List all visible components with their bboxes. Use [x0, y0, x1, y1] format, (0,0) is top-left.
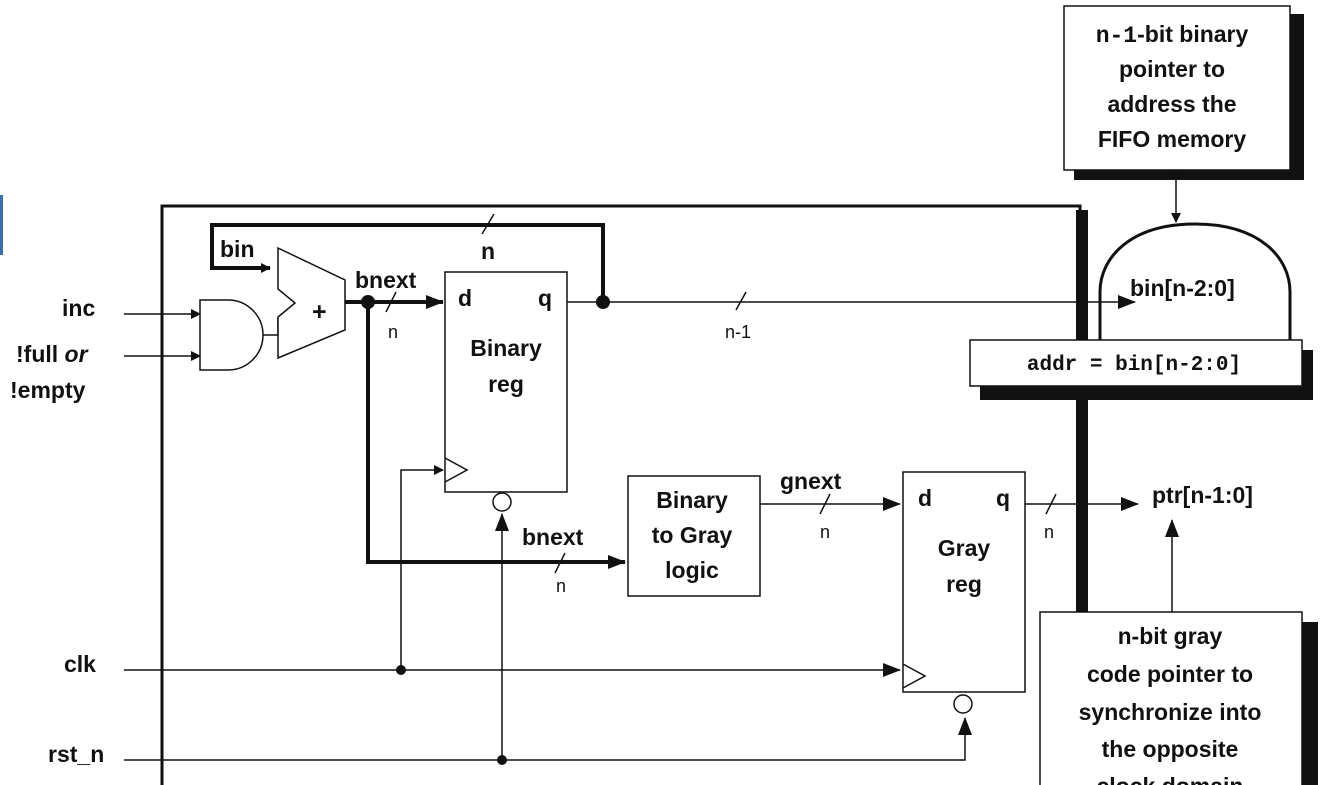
full-or-label: !full or	[16, 341, 89, 367]
adder-symbol: +	[312, 298, 327, 326]
top-callout: n-1-bit binary pointer to address the FI…	[1063, 5, 1304, 180]
top-callout-mono: n-1	[1096, 23, 1137, 49]
clk-binary-reg-wire	[400, 465, 444, 670]
fifo-memory-shape	[1098, 222, 1292, 340]
feedback-width-label: n	[481, 238, 495, 264]
or-label: or	[65, 341, 89, 367]
top-callout-line4: FIFO memory	[1098, 126, 1246, 152]
gray-reg-clock-icon	[902, 663, 927, 689]
feedback-wire	[210, 213, 605, 302]
rst-label: rst_n	[48, 741, 104, 767]
gnext-label: gnext	[780, 468, 842, 494]
gray-logic-label-line1: Binary	[656, 487, 728, 513]
binary-reg-label-line1: Binary	[470, 335, 542, 361]
bottom-callout-line1: n-bit gray	[1118, 623, 1223, 651]
gray-reg-label-line2: reg	[946, 571, 982, 597]
binary-reg-q-label: q	[538, 285, 552, 311]
bottom-callout-line1-text: -bit gray	[1132, 623, 1223, 649]
q-junction	[596, 295, 610, 309]
top-callout-line1-text: -bit binary	[1137, 21, 1248, 47]
binary-reg-clock-icon	[444, 457, 469, 483]
inc-label: inc	[62, 295, 95, 321]
bottom-callout-line2: code pointer to	[1087, 661, 1253, 687]
bnext-top-label: bnext	[355, 267, 417, 293]
and-to-adder-wire	[263, 318, 279, 336]
gray-reg-q-label: q	[996, 485, 1010, 511]
gray-logic-block	[627, 475, 761, 597]
gray-logic-label-line3: logic	[665, 557, 719, 583]
bottom-callout-line3: synchronize into	[1079, 699, 1262, 725]
clk-label: clk	[64, 651, 96, 677]
bnext-bottom-label: bnext	[522, 524, 584, 550]
addr-label: addr = bin[n-2:0]	[1027, 354, 1241, 377]
gray-reg-reset-bubble	[953, 694, 973, 714]
bnext-gray-wire	[366, 302, 626, 569]
top-callout-line3: address the	[1107, 91, 1236, 117]
binary-reg-label-line2: reg	[488, 371, 524, 397]
empty-label: !empty	[10, 377, 86, 403]
ptr-label: ptr[n-1:0]	[1152, 482, 1253, 508]
bottom-callout-mono: n	[1118, 625, 1132, 651]
binary-reg-d-label: d	[458, 285, 472, 311]
gray-reg-label-line1: Gray	[938, 535, 991, 561]
binary-reg	[444, 271, 568, 493]
clk-junction	[396, 665, 406, 675]
and-gate	[199, 299, 264, 371]
bin-slice-label: bin[n-2:0]	[1130, 275, 1235, 301]
bin-out-width: n-1	[725, 322, 751, 342]
binary-reg-reset-bubble	[492, 492, 512, 512]
full-label: !full	[16, 341, 65, 367]
adder	[277, 246, 346, 360]
addr-callout: addr = bin[n-2:0]	[969, 339, 1313, 400]
bnext-top-width: n	[388, 322, 398, 342]
ptr-width: n	[1044, 522, 1054, 542]
gray-logic-label-line2: to Gray	[652, 522, 733, 548]
gray-reg-d-label: d	[918, 485, 932, 511]
bottom-callout: n-bit gray code pointer to synchronize i…	[1039, 611, 1318, 785]
top-callout-line1: n-1-bit binary	[1096, 21, 1249, 49]
bin-label: bin	[220, 236, 255, 262]
rst-junction	[497, 755, 507, 765]
left-edge-artifact	[0, 195, 3, 255]
bottom-callout-line4: the opposite	[1102, 736, 1239, 762]
top-callout-line2: pointer to	[1119, 56, 1225, 82]
bnext-bottom-width: n	[556, 576, 566, 596]
gnext-width: n	[820, 522, 830, 542]
gray-reg	[902, 471, 1026, 693]
rst-wire	[124, 717, 972, 761]
bottom-callout-line5: clock domain	[1097, 773, 1244, 785]
